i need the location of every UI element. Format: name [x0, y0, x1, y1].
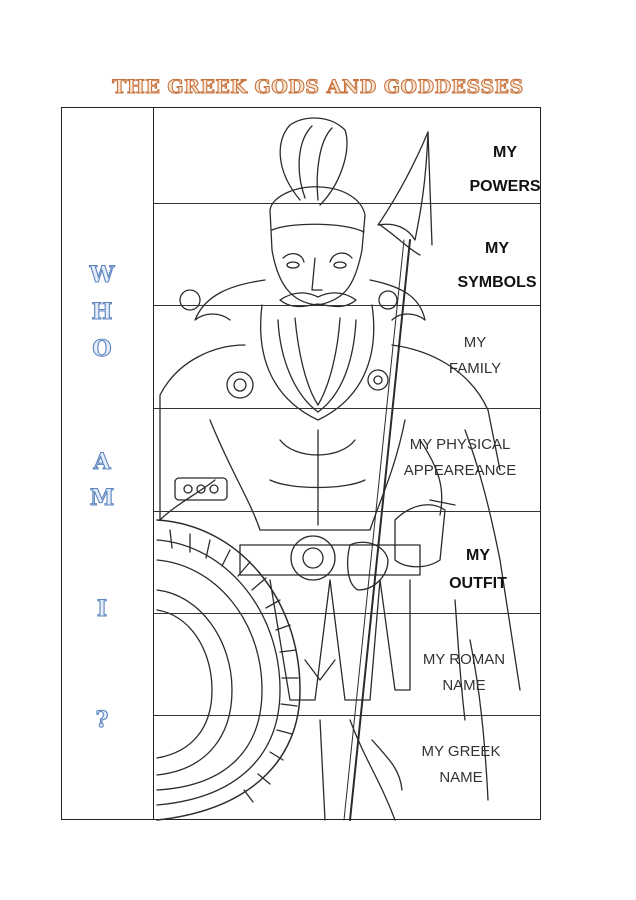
row-label-line1: MY GREEK — [421, 743, 501, 760]
row-divider — [154, 715, 541, 717]
row-label-line2: OUTFIT — [449, 575, 507, 592]
side-letter-m: M — [89, 484, 115, 511]
row-label-line2: NAME — [439, 769, 483, 786]
row-label-outfit: MY OUTFIT — [413, 542, 543, 598]
row-label-line1: MY PHYSICAL — [409, 436, 511, 453]
row-label-line1: MY ROMAN — [422, 651, 506, 668]
side-letter-i: I — [96, 595, 108, 622]
side-letter-h: H — [91, 298, 113, 325]
row-label-line1: MY — [463, 334, 487, 351]
row-label-line2: POWERS — [469, 178, 541, 195]
worksheet-frame — [61, 107, 541, 820]
row-label-roman-name: MY ROMAN NAME — [399, 647, 529, 699]
row-label-line2: SYMBOLS — [457, 274, 537, 291]
row-label-line2: APPEAREANCE — [403, 462, 517, 479]
row-divider — [154, 408, 541, 410]
row-label-line1: MY — [466, 547, 490, 564]
row-divider — [154, 305, 541, 307]
row-label-physical-appearance: MY PHYSICAL APPEAREANCE — [395, 432, 525, 484]
row-label-line2: FAMILY — [448, 360, 502, 377]
side-letter-w: W — [89, 261, 115, 288]
row-divider — [154, 613, 541, 615]
side-letter-a: A — [93, 448, 111, 475]
page-title: THE GREEK GODS AND GODDESSES — [112, 75, 524, 98]
row-label-family: MY FAMILY — [410, 330, 540, 382]
row-label-symbols: MY SYMBOLS — [432, 232, 562, 300]
row-label-powers: MY POWERS — [440, 136, 570, 204]
row-label-line1: MY — [485, 240, 509, 257]
row-divider — [154, 203, 541, 205]
row-label-greek-name: MY GREEK NAME — [396, 739, 526, 791]
side-letter-o: O — [92, 335, 112, 362]
row-divider — [154, 511, 541, 513]
side-letter-question: ? — [95, 706, 109, 733]
column-divider — [153, 107, 155, 820]
row-label-line2: NAME — [442, 677, 486, 694]
row-label-line1: MY — [493, 144, 517, 161]
